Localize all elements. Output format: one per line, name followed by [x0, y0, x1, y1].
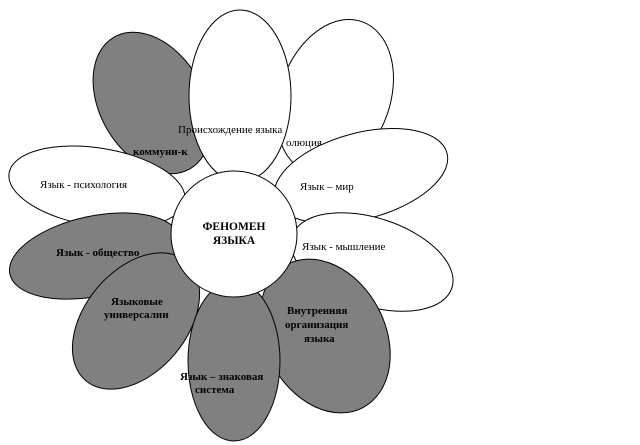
petal-origin-label: Происхождение языка: [178, 124, 282, 136]
petal-internal-label-1: Внутренняя: [287, 305, 347, 317]
petal-universals-label-2: универсалии: [104, 309, 169, 321]
petal-world-label: Язык – мир: [300, 181, 354, 193]
petal-psychology-label: Язык - психология: [40, 179, 127, 191]
center-title-line1: ФЕНОМЕН: [203, 221, 266, 233]
center-title-line2: ЯЗЫКА: [213, 235, 256, 247]
petal-origin: [188, 9, 292, 183]
petal-thinking-label: Язык - мышление: [302, 241, 386, 253]
petal-sign-system: [187, 280, 281, 442]
petal-sign-system-label-1: Язык – знаковая: [180, 371, 263, 383]
center-circle: [170, 170, 298, 298]
petal-society-label: Язык - общество: [56, 247, 140, 259]
petal-communication-label: коммуни-к: [133, 146, 188, 158]
petal-evolution-label: олюция: [286, 137, 322, 149]
petal-internal-label-2: организация: [285, 319, 348, 331]
petal-internal-label-3: языка: [304, 333, 335, 345]
petal-universals-label-1: Языковые: [111, 296, 163, 308]
petal-sign-system-label-2: система: [195, 384, 235, 396]
